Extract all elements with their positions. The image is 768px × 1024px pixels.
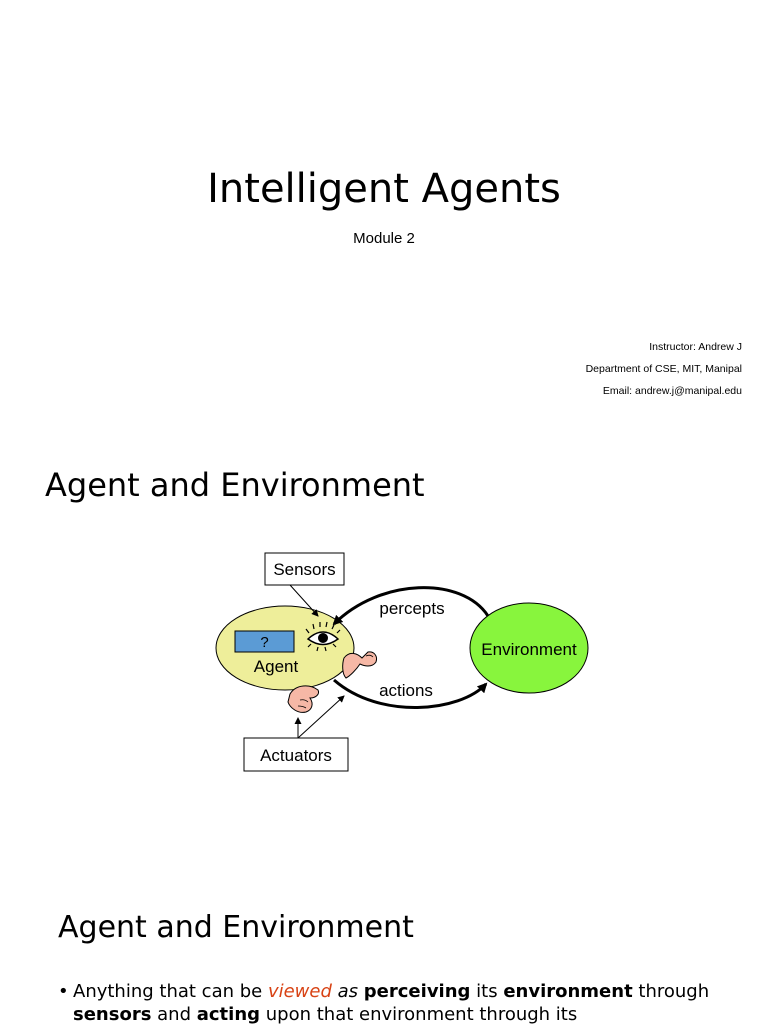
agent-program-box <box>234 630 295 653</box>
agent-label: Agent <box>254 657 299 676</box>
slide-heading: Agent and Environment <box>58 910 414 945</box>
agent-program-label: ? <box>260 634 268 651</box>
environment-label: Environment <box>481 640 577 659</box>
environment-ellipse <box>469 602 589 694</box>
percepts-label: percepts <box>379 599 444 618</box>
text-segment: Anything that can be <box>73 981 268 1002</box>
sensors-box <box>264 552 345 586</box>
text-segment: and <box>151 1004 197 1024</box>
eye-icon <box>305 621 341 652</box>
text-segment: its <box>470 981 504 1002</box>
sensors-label: Sensors <box>273 560 335 579</box>
bold-sensors: sensors <box>73 1004 152 1024</box>
agent-environment-diagram: Sensors Actuators ? Agent percepts <box>215 552 589 772</box>
bold-acting: acting <box>196 1004 261 1024</box>
instructor-email: Email: andrew.j@manipal.edu <box>602 385 742 397</box>
actions-arrow <box>333 678 488 709</box>
actuators-label: Actuators <box>260 746 332 765</box>
hand-icon <box>287 685 319 713</box>
emphasis-as: as <box>337 981 359 1002</box>
text-segment: through <box>632 981 710 1002</box>
emphasis-viewed: viewed <box>267 981 332 1002</box>
diagram-slide: Agent and Environment Sensors Actuators <box>0 432 768 864</box>
title-slide: Intelligent Agents Module 2 Instructor: … <box>0 0 768 432</box>
slide-heading: Agent and Environment <box>45 466 425 504</box>
definition-slide: Agent and Environment • Anything that ca… <box>0 880 768 1024</box>
actions-label: actions <box>379 681 433 700</box>
arm-icon <box>342 651 377 679</box>
slide-title: Intelligent Agents <box>207 166 561 212</box>
sensors-pointer <box>289 584 319 617</box>
slide-subtitle: Module 2 <box>353 230 415 247</box>
bold-environment: environment <box>503 981 633 1002</box>
actuators-pointer-2 <box>297 695 345 739</box>
percepts-arrow <box>332 586 490 626</box>
instructor-department: Department of CSE, MIT, Manipal <box>585 363 742 375</box>
bullet-point: • Anything that can be viewed as perceiv… <box>58 980 718 1024</box>
bullet-text: Anything that can be viewed as perceivin… <box>58 980 718 1024</box>
actuators-box <box>243 737 349 772</box>
instructor-info: Instructor: Andrew J Department of CSE, … <box>586 336 742 402</box>
bold-perceiving: perceiving <box>363 981 471 1002</box>
bullet-marker: • <box>58 981 69 1002</box>
text-segment: upon that environment through its <box>260 1004 578 1024</box>
instructor-name: Instructor: Andrew J <box>649 341 742 353</box>
